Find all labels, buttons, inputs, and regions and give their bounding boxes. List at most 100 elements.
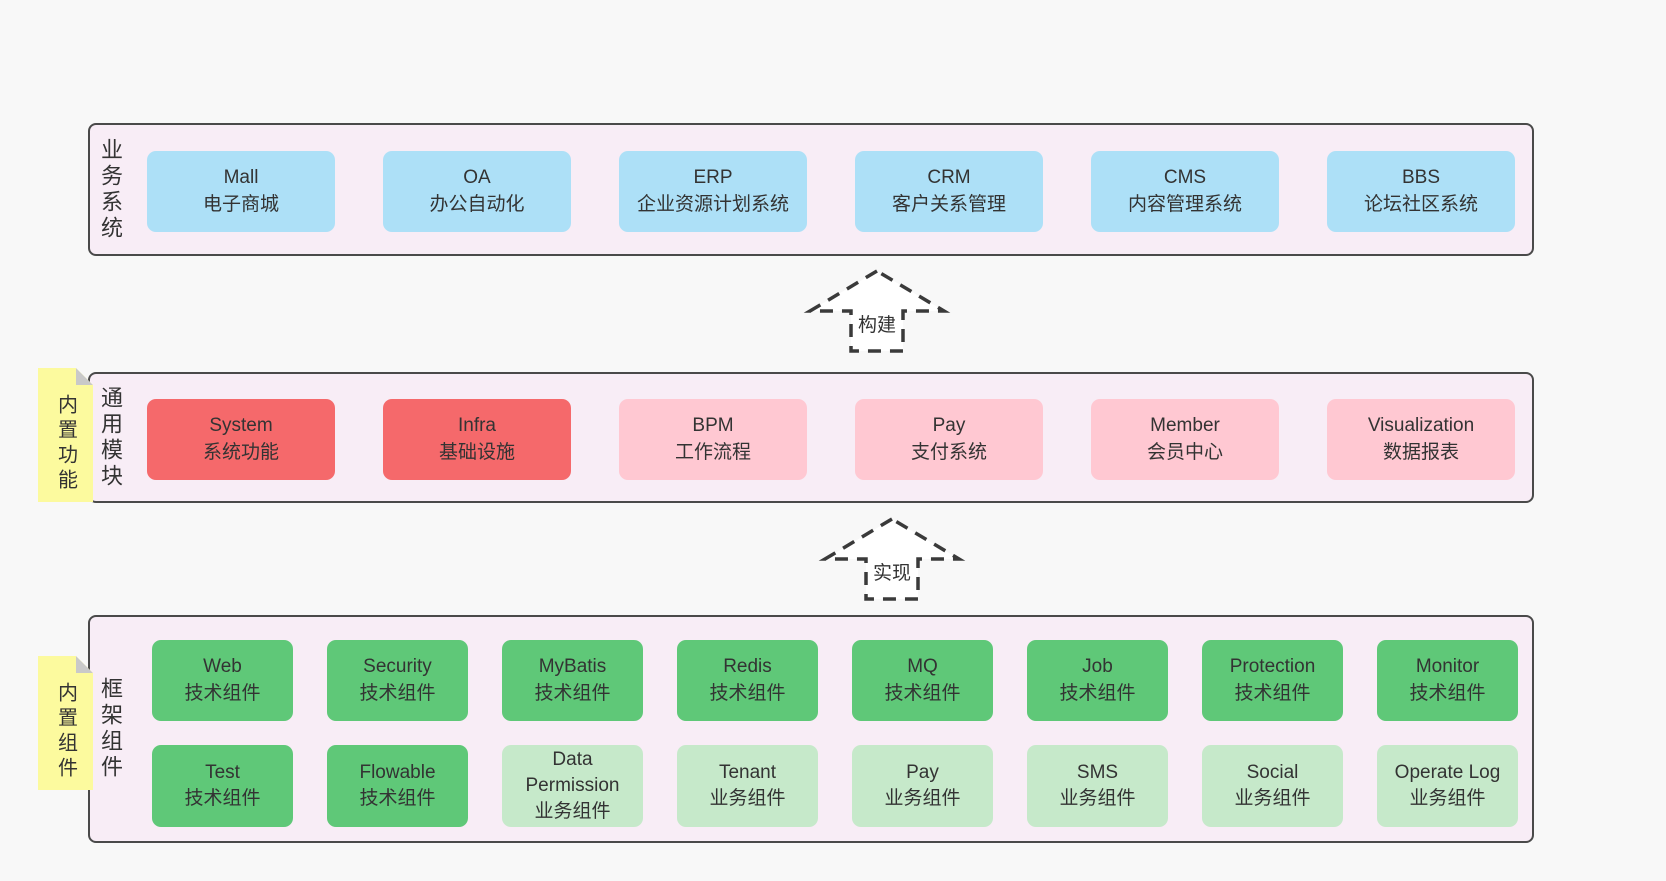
- box-title: Infra: [457, 415, 497, 437]
- box-title: Data Permission: [525, 748, 620, 796]
- box-mall: Mall 电子商城: [147, 151, 335, 232]
- business-boxes-row: Mall 电子商城 OA 办公自动化 ERP 企业资源计划系统 CRM 客户关系…: [147, 151, 1515, 232]
- box-title: Social: [1246, 761, 1299, 783]
- box-subtitle: 企业资源计划系统: [636, 193, 789, 215]
- box-title: Test: [205, 761, 240, 783]
- box-subtitle: 数据报表: [1382, 441, 1459, 463]
- box-title: MQ: [907, 656, 938, 678]
- box-pay-component: Pay 业务组件: [852, 745, 993, 827]
- box-title: SMS: [1076, 761, 1119, 783]
- box-subtitle: 业务组件: [534, 801, 611, 823]
- builtin-features-note-label: 内置功能: [54, 394, 77, 494]
- box-title: Pay: [906, 761, 939, 783]
- box-subtitle: 技术组件: [709, 682, 786, 704]
- box-flowable: Flowable 技术组件: [327, 745, 468, 827]
- box-oa: OA 办公自动化: [383, 151, 571, 232]
- box-infra: Infra 基础设施: [383, 399, 571, 480]
- box-subtitle: 支付系统: [910, 441, 987, 463]
- box-subtitle: 业务组件: [709, 788, 786, 809]
- box-sms: SMS 业务组件: [1027, 745, 1168, 827]
- business-layer-label: 业务系统: [98, 137, 123, 242]
- box-title: Flowable: [359, 761, 436, 783]
- box-subtitle: 技术组件: [1409, 682, 1486, 704]
- box-security: Security 技术组件: [327, 640, 468, 721]
- box-title: Tenant: [718, 761, 777, 783]
- box-subtitle: 工作流程: [674, 441, 751, 463]
- box-visualization: Visualization 数据报表: [1327, 399, 1515, 480]
- modules-boxes-row: System 系统功能 Infra 基础设施 BPM 工作流程 Pay 支付系统…: [147, 399, 1515, 480]
- box-title: BBS: [1401, 167, 1441, 189]
- box-monitor: Monitor 技术组件: [1377, 640, 1518, 721]
- framework-components-layer: 框架组件 Web 技术组件 Security 技术组件 MyBatis 技术组件…: [88, 615, 1534, 843]
- box-tenant: Tenant 业务组件: [677, 745, 818, 827]
- modules-layer-label: 通用模块: [98, 385, 123, 490]
- box-title: CRM: [927, 167, 971, 189]
- box-subtitle: 技术组件: [884, 682, 961, 704]
- box-mybatis: MyBatis 技术组件: [502, 640, 643, 721]
- box-title: BPM: [692, 415, 734, 437]
- box-title: CMS: [1163, 167, 1207, 189]
- box-bpm: BPM 工作流程: [619, 399, 807, 480]
- box-subtitle: 办公自动化: [429, 193, 525, 215]
- box-crm: CRM 客户关系管理: [855, 151, 1043, 232]
- box-subtitle: 技术组件: [1059, 682, 1136, 704]
- box-subtitle: 论坛社区系统: [1363, 193, 1478, 215]
- box-subtitle: 会员中心: [1146, 441, 1223, 463]
- box-subtitle: 系统功能: [202, 441, 279, 463]
- box-title: Web: [203, 656, 242, 678]
- box-title: Pay: [932, 415, 966, 437]
- box-subtitle: 业务组件: [884, 788, 961, 809]
- box-title: Job: [1082, 656, 1113, 678]
- builtin-features-note: 内置功能: [38, 368, 93, 502]
- box-mq: MQ 技术组件: [852, 640, 993, 721]
- builtin-components-note-label: 内置组件: [54, 682, 77, 782]
- builtin-components-note: 内置组件: [38, 656, 93, 790]
- build-arrow: 构建: [803, 268, 951, 354]
- implement-arrow: 实现: [818, 516, 966, 602]
- box-protection: Protection 技术组件: [1202, 640, 1343, 721]
- box-social: Social 业务组件: [1202, 745, 1343, 827]
- box-data-permission: Data Permission 业务组件: [502, 745, 643, 827]
- box-title: Operate Log: [1394, 761, 1501, 783]
- box-title: Member: [1150, 415, 1220, 437]
- box-subtitle: 内容管理系统: [1127, 193, 1242, 215]
- box-job: Job 技术组件: [1027, 640, 1168, 721]
- box-title: ERP: [693, 167, 733, 189]
- box-subtitle: 电子商城: [202, 193, 279, 215]
- box-test: Test 技术组件: [152, 745, 293, 827]
- box-title: Monitor: [1415, 656, 1480, 678]
- box-title: Security: [363, 656, 432, 678]
- box-subtitle: 业务组件: [1234, 788, 1311, 809]
- box-subtitle: 基础设施: [438, 441, 515, 463]
- box-erp: ERP 企业资源计划系统: [619, 151, 807, 232]
- components-row-1: Web 技术组件 Security 技术组件 MyBatis 技术组件 Redi…: [152, 640, 1518, 721]
- box-title: Visualization: [1367, 415, 1475, 437]
- box-subtitle: 技术组件: [534, 682, 611, 704]
- box-subtitle: 技术组件: [184, 682, 261, 704]
- business-systems-layer: 业务系统 Mall 电子商城 OA 办公自动化 ERP 企业资源计划系统 CRM…: [88, 123, 1534, 256]
- box-title: Protection: [1229, 656, 1316, 678]
- components-layer-label: 框架组件: [98, 677, 123, 781]
- build-arrow-label: 构建: [855, 310, 899, 337]
- box-subtitle: 技术组件: [359, 682, 436, 704]
- box-title: Redis: [723, 656, 772, 678]
- box-redis: Redis 技术组件: [677, 640, 818, 721]
- box-subtitle: 技术组件: [184, 788, 261, 809]
- box-subtitle: 业务组件: [1409, 788, 1486, 809]
- common-modules-layer: 通用模块 System 系统功能 Infra 基础设施 BPM 工作流程 Pay…: [88, 372, 1534, 503]
- box-title: System: [209, 415, 273, 437]
- box-pay-module: Pay 支付系统: [855, 399, 1043, 480]
- implement-arrow-label: 实现: [870, 558, 914, 585]
- box-member: Member 会员中心: [1091, 399, 1279, 480]
- box-web: Web 技术组件: [152, 640, 293, 721]
- box-subtitle: 技术组件: [359, 788, 436, 809]
- box-title: OA: [463, 167, 491, 189]
- box-subtitle: 客户关系管理: [891, 193, 1006, 215]
- box-title: Mall: [223, 167, 259, 189]
- box-bbs: BBS 论坛社区系统: [1327, 151, 1515, 232]
- box-operate-log: Operate Log 业务组件: [1377, 745, 1518, 827]
- box-subtitle: 业务组件: [1059, 788, 1136, 809]
- box-subtitle: 技术组件: [1234, 682, 1311, 704]
- components-row-2: Test 技术组件 Flowable 技术组件 Data Permission …: [152, 745, 1518, 827]
- box-title: MyBatis: [538, 656, 607, 678]
